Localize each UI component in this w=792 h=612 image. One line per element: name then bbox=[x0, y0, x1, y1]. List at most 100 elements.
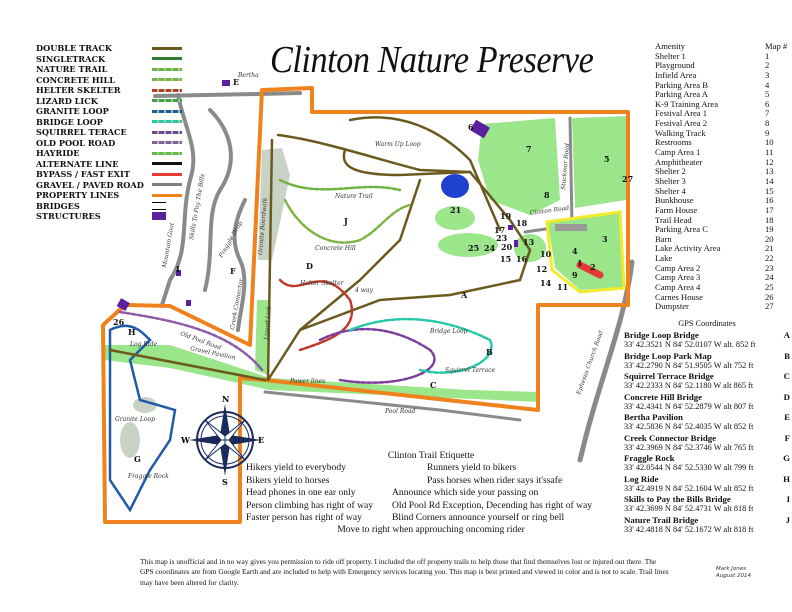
parking-area-b bbox=[555, 224, 587, 231]
label-mountain-goat: Mountain Goat bbox=[161, 222, 176, 270]
svg-text:2: 2 bbox=[590, 262, 596, 272]
amenity-name: Shelter 3 bbox=[655, 175, 686, 186]
gps-id: J bbox=[785, 514, 790, 525]
infield-area bbox=[548, 213, 624, 290]
amenity-name: Trail Head bbox=[655, 214, 692, 225]
amenity-number: 18 bbox=[765, 214, 774, 225]
legend-label: PROPERTY LINES bbox=[36, 190, 120, 201]
label-stockmar-road: Stockmar Road bbox=[560, 143, 571, 190]
svg-text:18: 18 bbox=[516, 218, 528, 228]
gps-coords: 33' 42.3969 N 84' 52.3746 W alt 765 ft bbox=[624, 442, 754, 452]
legend-swatch bbox=[152, 78, 182, 82]
legend-swatch bbox=[152, 99, 182, 103]
legend-item: BYPASS / FAST EXIT bbox=[36, 169, 182, 180]
trails bbox=[108, 116, 532, 513]
label-nature-trail: Nature Trail bbox=[334, 193, 373, 200]
svg-text:E: E bbox=[233, 77, 239, 87]
legend-swatch bbox=[152, 57, 182, 61]
amenity-row: Trail Head 18 bbox=[655, 214, 792, 226]
legend-label: BYPASS / FAST EXIT bbox=[36, 169, 130, 180]
amenity-name: Parking Area A bbox=[655, 89, 708, 100]
gps-name: Squirrel Terrace Bridge bbox=[624, 371, 714, 381]
amenity-name: Walking Track bbox=[655, 127, 706, 138]
amenity-name: K-9 Training Area bbox=[655, 98, 719, 109]
gps-coords: 33' 42.4341 N 84' 52.2879 W alt 807 ft bbox=[624, 401, 754, 411]
legend-item: OLD POOL ROAD bbox=[36, 138, 182, 149]
label-concrete-hill: Concrete Hill bbox=[315, 245, 356, 252]
gps-name: Nature Trail Bridge bbox=[624, 514, 699, 525]
amenity-number: 15 bbox=[765, 185, 774, 196]
legend-item: BRIDGES bbox=[36, 201, 182, 212]
label-helter-skelter: Helter Skelter bbox=[299, 280, 345, 287]
legend-swatch bbox=[152, 162, 182, 166]
carnes-house-structure bbox=[116, 298, 130, 311]
amenity-name: Camp Area 2 bbox=[655, 262, 701, 273]
svg-text:B: B bbox=[486, 347, 493, 357]
label-warm-up-loop: Warm Up Loop bbox=[375, 141, 421, 148]
legend-label: LIZARD LICK bbox=[36, 95, 98, 106]
amenity-name: Farm House bbox=[655, 204, 698, 215]
legend-label: GRANITE LOOP bbox=[36, 106, 109, 117]
svg-text:11: 11 bbox=[557, 282, 568, 292]
legend-item: LIZARD LICK bbox=[36, 96, 182, 107]
amenity-name: Bunkhouse bbox=[655, 195, 694, 206]
svg-text:26: 26 bbox=[113, 317, 125, 327]
gps-header: GPS Coordinates bbox=[678, 319, 736, 328]
legend-label: OLD POOL ROAD bbox=[36, 137, 116, 148]
walking-track bbox=[545, 210, 626, 294]
amenity-header: Amenity bbox=[655, 41, 686, 51]
svg-text:27: 27 bbox=[622, 174, 633, 184]
etiquette-rule: Pass horses when rider says it'ssafe bbox=[427, 474, 563, 486]
gps-name: Creek Connector Bridge bbox=[624, 432, 717, 443]
legend-label: HELTER SKELTER bbox=[36, 85, 121, 96]
amenity-number: 23 bbox=[765, 262, 774, 273]
svg-text:17: 17 bbox=[494, 225, 505, 235]
label-lizard-lick: Lizard Lick bbox=[263, 305, 273, 341]
compass-w: W bbox=[180, 435, 191, 445]
svg-text:F: F bbox=[230, 266, 236, 276]
disclaimer: This map is unofficial and in no way giv… bbox=[140, 557, 669, 587]
amenity-row: Camp Area 2 23 bbox=[655, 262, 792, 274]
gps-coords: 33' 42.3699 N 84' 52.4731 W alt 818 ft bbox=[624, 504, 754, 513]
gps-name: Bridge Loop Bridge bbox=[624, 330, 699, 340]
legend-label: STRUCTURES bbox=[36, 211, 101, 222]
amenity-name: Restrooms bbox=[655, 137, 692, 148]
svg-text:8: 8 bbox=[544, 190, 550, 200]
svg-text:6: 6 bbox=[468, 122, 474, 132]
svg-text:10: 10 bbox=[540, 249, 552, 259]
compass-n: N bbox=[222, 394, 229, 404]
svg-text:12: 12 bbox=[536, 264, 547, 274]
camp-areas bbox=[438, 233, 498, 257]
legend-label: BRIDGES bbox=[36, 200, 80, 211]
amenity-number: 2 bbox=[765, 60, 770, 71]
legend-item: HELTER SKELTER bbox=[36, 85, 182, 96]
svg-text:4: 4 bbox=[572, 246, 578, 256]
legend-label: SINGLETRACK bbox=[36, 53, 106, 64]
label-bertha: Bertha bbox=[237, 72, 259, 79]
compass-s: S bbox=[222, 477, 228, 487]
gps-coords: 33' 42.0544 N 84' 52.5330 W alt 799 ft bbox=[624, 463, 754, 472]
amenity-name: Carnes House bbox=[655, 291, 703, 302]
amenity-number: 11 bbox=[765, 147, 774, 158]
amenity-number: 26 bbox=[765, 291, 774, 302]
amenity-number: 8 bbox=[765, 118, 770, 129]
gps-name: Log Ride bbox=[624, 473, 659, 484]
svg-text:19: 19 bbox=[500, 211, 512, 221]
signature-date: August 2014 bbox=[716, 573, 751, 579]
gps-name: Concrete Hill Bridge bbox=[624, 391, 703, 402]
